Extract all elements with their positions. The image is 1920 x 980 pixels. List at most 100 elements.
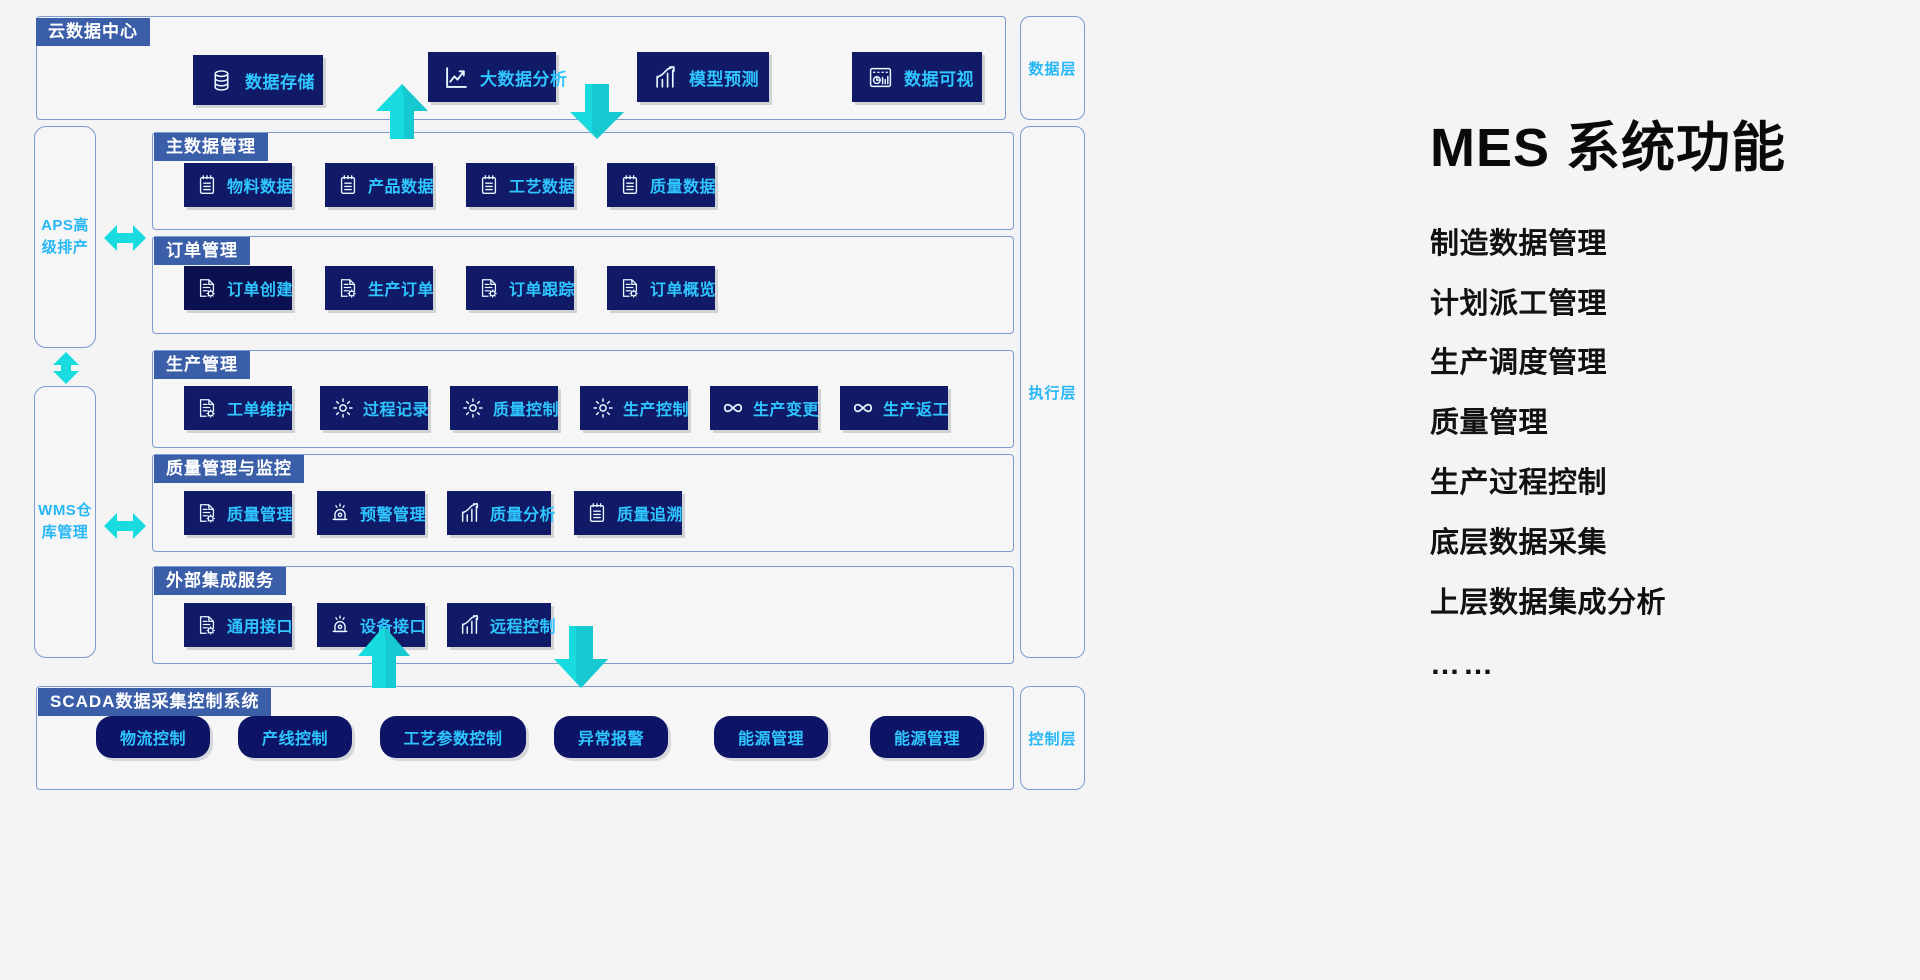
layer-label: 执行层 xyxy=(1028,384,1077,402)
pill-energy-management-2[interactable]: 能源管理 xyxy=(870,716,984,758)
group-caption-quality-management: 质量管理与监控 xyxy=(154,455,304,484)
chip-label: 订单创建 xyxy=(227,282,294,299)
chip-production-control[interactable]: 生产控制 xyxy=(580,386,690,430)
chip-work-order-maintenance[interactable]: 工单维护 xyxy=(184,386,293,430)
chip-quality-data[interactable]: 质量数据 xyxy=(607,163,717,207)
document-gear-icon xyxy=(337,277,359,299)
chip-product-data[interactable]: 产品数据 xyxy=(325,163,435,207)
chip-production-change[interactable]: 生产变更 xyxy=(710,386,820,430)
chip-order-overview[interactable]: 订单概览 xyxy=(607,266,716,310)
group-caption-order-management: 订单管理 xyxy=(154,237,250,266)
pill-production-line-control[interactable]: 产线控制 xyxy=(238,716,352,758)
gear-icon xyxy=(592,397,614,419)
chip-data-visualization[interactable]: 数据可视 xyxy=(852,52,982,102)
chip-production-rework[interactable]: 生产返工 xyxy=(840,386,950,430)
panel-item-quality-management: 质量管理 xyxy=(1430,407,1549,440)
chip-label: 生产控制 xyxy=(623,402,690,419)
document-gear-icon xyxy=(619,277,641,299)
layer-label: 数据层 xyxy=(1028,60,1077,78)
chip-label: 订单跟踪 xyxy=(509,282,576,299)
group-caption-external-integration: 外部集成服务 xyxy=(154,567,286,596)
chip-alarm-management[interactable]: 预警管理 xyxy=(317,491,427,535)
chip-label: 质量分析 xyxy=(490,507,557,524)
clipboard-list-icon xyxy=(337,174,359,196)
layer-box-execution: 执行层 xyxy=(1020,126,1085,658)
arrow-down-cloud xyxy=(568,84,626,139)
gear-icon xyxy=(332,397,354,419)
chip-label: 质量数据 xyxy=(650,179,717,196)
panel-item-bottom-data-collection: 底层数据采集 xyxy=(1430,527,1608,560)
cloud-data-center-caption: 云数据中心 xyxy=(36,18,150,47)
chip-label: 工艺数据 xyxy=(509,179,576,196)
group-frame-master-data xyxy=(152,132,1014,230)
chip-order-tracking[interactable]: 订单跟踪 xyxy=(466,266,576,310)
arrow-vertical-double xyxy=(50,352,82,384)
chip-order-create[interactable]: 订单创建 xyxy=(184,266,294,310)
chip-model-prediction[interactable]: 模型预测 xyxy=(637,52,769,102)
panel-item-upper-data-integration: 上层数据集成分析 xyxy=(1430,587,1667,620)
panel-item-production-process-control: 生产过程控制 xyxy=(1430,467,1608,500)
document-gear-icon xyxy=(478,277,500,299)
infinity-icon xyxy=(722,397,744,419)
chip-label: 数据可视 xyxy=(904,69,974,89)
document-gear-icon xyxy=(196,502,218,524)
chip-remote-control[interactable]: 远程控制 xyxy=(447,603,556,647)
chip-label: 生产变更 xyxy=(753,402,820,419)
chip-device-interface[interactable]: 设备接口 xyxy=(317,603,427,647)
pill-energy-management-1[interactable]: 能源管理 xyxy=(714,716,828,758)
clipboard-list-icon xyxy=(478,174,500,196)
alarm-lamp-icon xyxy=(329,502,351,524)
pill-abnormal-alarm[interactable]: 异常报警 xyxy=(554,716,668,758)
chip-label: 设备接口 xyxy=(360,619,427,636)
layer-box-data: 数据层 xyxy=(1020,16,1085,120)
arrow-horizontal-double-wms xyxy=(104,510,146,542)
group-caption-master-data: 主数据管理 xyxy=(154,133,268,162)
chip-label: 预警管理 xyxy=(360,507,427,524)
chip-label: 模型预测 xyxy=(689,69,759,89)
panel-item-production-scheduling: 生产调度管理 xyxy=(1430,347,1608,380)
chip-general-interface[interactable]: 通用接口 xyxy=(184,603,293,647)
chip-quality-analysis[interactable]: 质量分析 xyxy=(447,491,556,535)
chip-label: 生产订单 xyxy=(368,282,435,299)
chip-quality-traceability[interactable]: 质量追溯 xyxy=(574,491,683,535)
chip-big-data-analysis[interactable]: 大数据分析 xyxy=(428,52,567,102)
chip-label: 生产返工 xyxy=(883,402,950,419)
arrow-up-scada xyxy=(356,626,412,688)
line-chart-icon xyxy=(444,65,469,90)
chip-material-data[interactable]: 物料数据 xyxy=(184,163,294,207)
pill-process-parameter-control[interactable]: 工艺参数控制 xyxy=(380,716,526,758)
chip-label: 产品数据 xyxy=(368,179,435,196)
chip-quality-management[interactable]: 质量管理 xyxy=(184,491,293,535)
panel-item-ellipsis: …… xyxy=(1430,647,1496,681)
chip-data-storage[interactable]: 数据存储 xyxy=(193,55,323,105)
chip-label: 大数据分析 xyxy=(480,69,568,89)
clipboard-list-icon xyxy=(619,174,641,196)
arrow-horizontal-double-aps xyxy=(104,222,146,254)
chip-label: 远程控制 xyxy=(490,619,557,636)
chip-process-record[interactable]: 过程记录 xyxy=(320,386,429,430)
side-box-wms: WMS仓库管理 xyxy=(34,386,96,658)
pill-label: 能源管理 xyxy=(893,731,960,748)
trend-bars-icon xyxy=(459,614,481,636)
arrow-up-cloud xyxy=(374,84,430,139)
chip-process-data[interactable]: 工艺数据 xyxy=(466,163,576,207)
document-gear-icon xyxy=(196,614,218,636)
side-box-label: APS高级排产 xyxy=(41,217,89,256)
trend-bars-icon xyxy=(459,502,481,524)
clipboard-list-icon xyxy=(196,174,218,196)
scada-caption: SCADA数据采集控制系统 xyxy=(38,688,272,717)
pill-logistics-control[interactable]: 物流控制 xyxy=(96,716,210,758)
side-box-aps: APS高级排产 xyxy=(34,126,96,348)
chip-label: 物料数据 xyxy=(227,179,294,196)
chip-quality-control[interactable]: 质量控制 xyxy=(450,386,559,430)
side-box-label: WMS仓库管理 xyxy=(38,502,92,541)
pill-label: 物流控制 xyxy=(119,731,186,748)
mes-function-panel: MES 系统功能 制造数据管理 计划派工管理 生产调度管理 质量管理 生产过程控… xyxy=(1430,120,1890,681)
page-title: MES 系统功能 xyxy=(1430,118,1787,178)
chip-production-order[interactable]: 生产订单 xyxy=(325,266,435,310)
pill-label: 工艺参数控制 xyxy=(403,731,503,748)
infinity-icon xyxy=(852,397,874,419)
panel-item-plan-dispatch: 计划派工管理 xyxy=(1430,287,1608,320)
clipboard-list-icon xyxy=(586,502,608,524)
